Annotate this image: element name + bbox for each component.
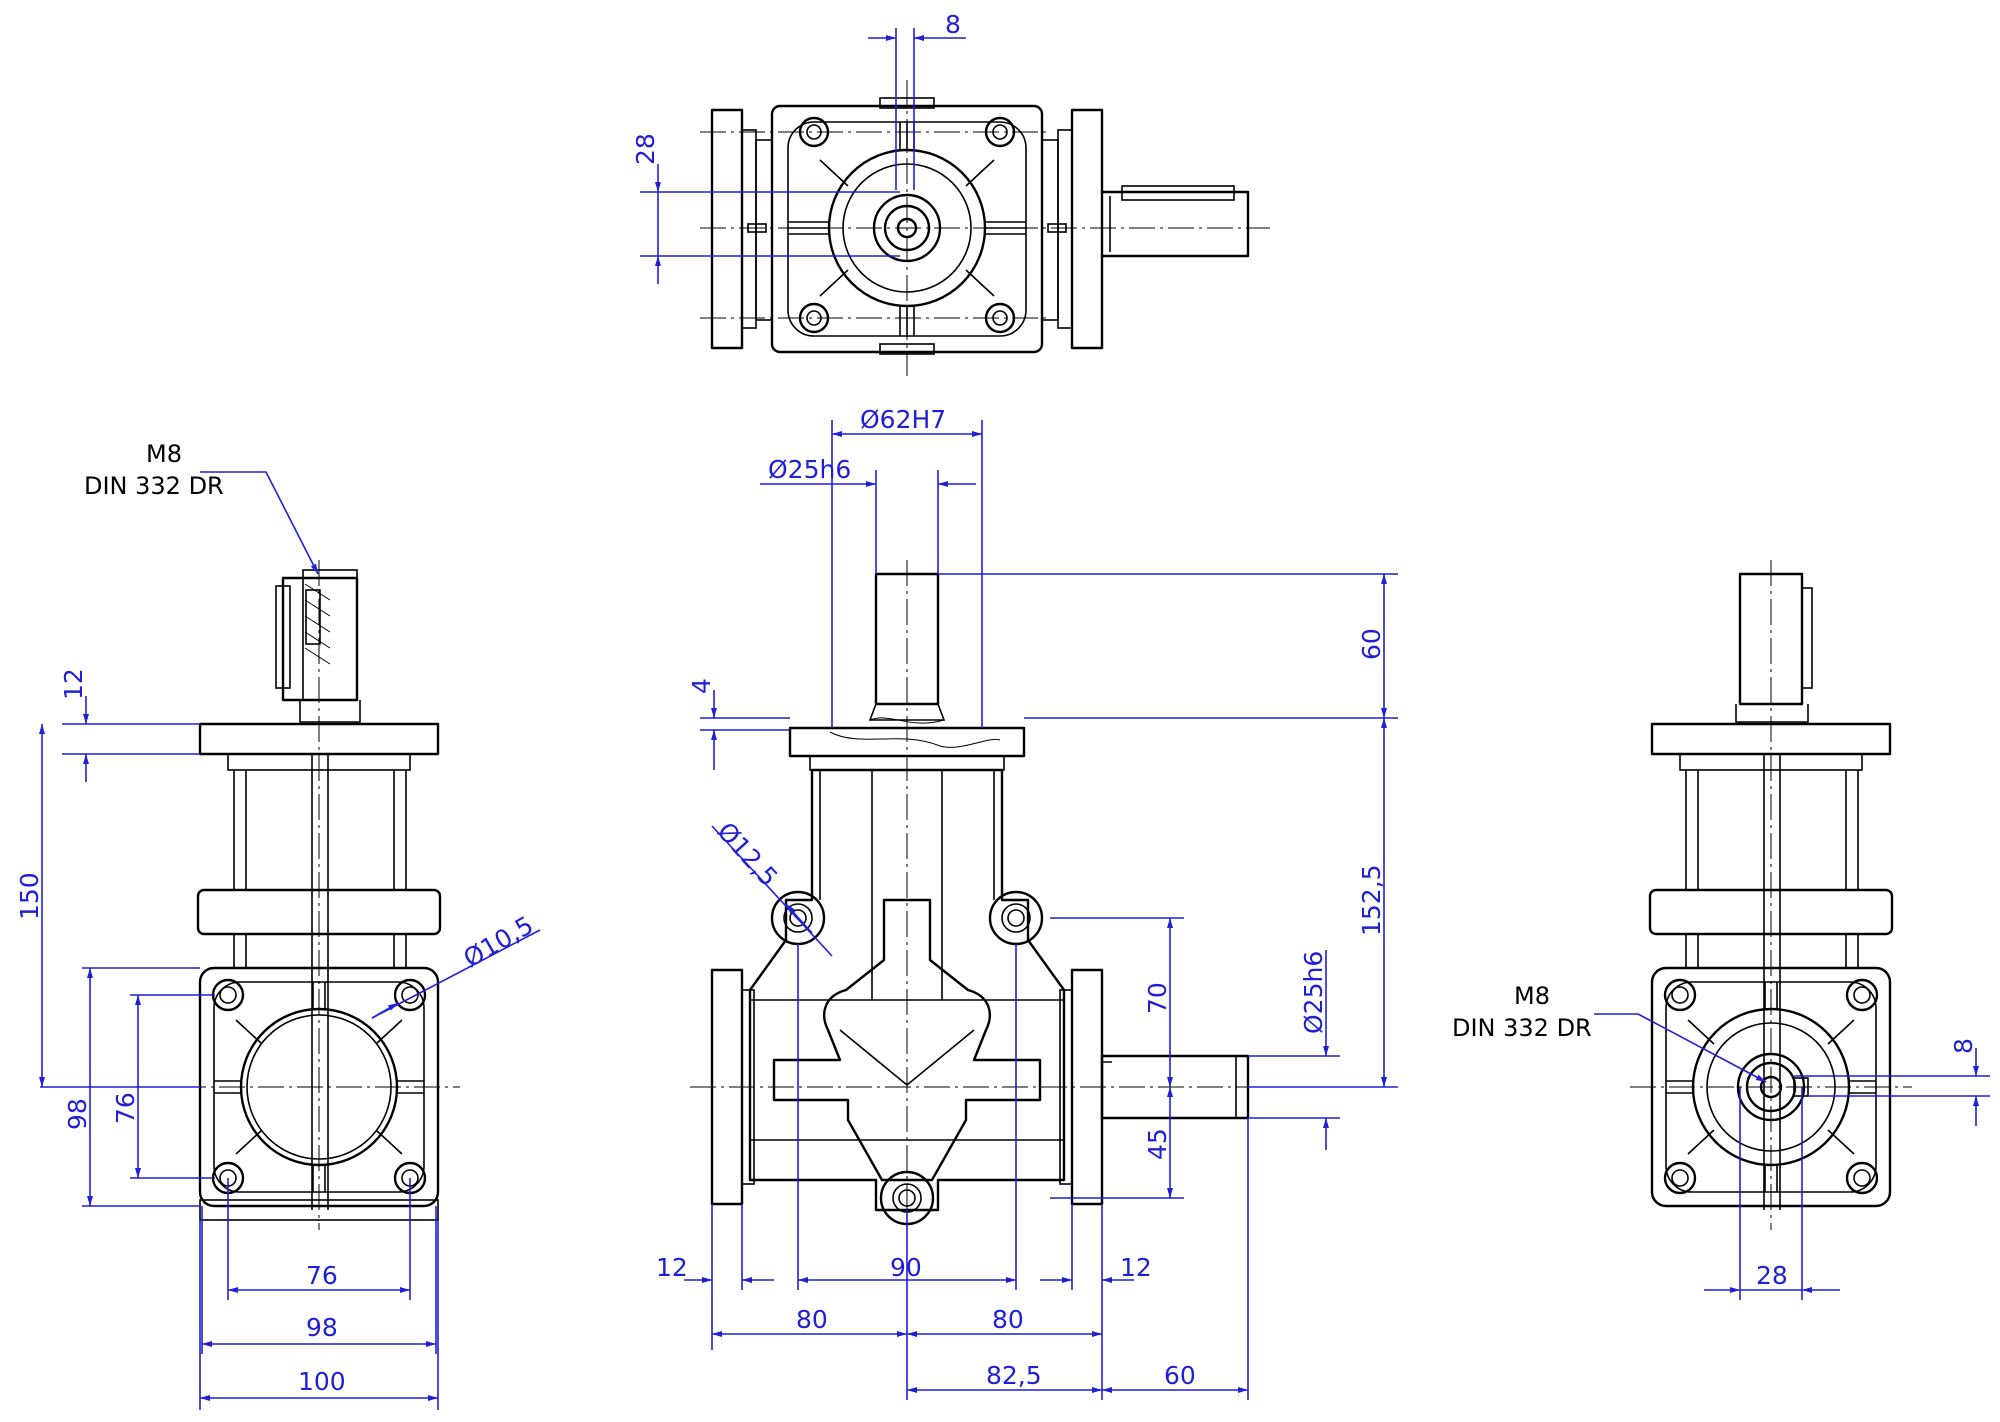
- right-thread-label-line2: DIN 332 DR: [1452, 1014, 1592, 1042]
- left-dim-bottom-100: 100: [298, 1367, 346, 1396]
- top-view-dimensions: 8 28: [631, 10, 966, 284]
- top-dim-shaft-height: 28: [631, 133, 660, 165]
- front-dim-hole-45: 45: [1143, 1128, 1172, 1160]
- front-dim-shaft-pos: 82,5: [986, 1361, 1042, 1390]
- front-dim-hole-70: 70: [1143, 982, 1172, 1014]
- top-dim-key-offset: 8: [945, 10, 961, 39]
- front-dim-mount-hole: Ø12,5: [712, 817, 784, 892]
- front-dim-half-left: 80: [796, 1305, 828, 1334]
- left-view-thread-callout: M8 DIN 332 DR: [84, 440, 319, 575]
- front-dim-shaft-len: 60: [1357, 628, 1386, 660]
- front-view-outline: [690, 560, 1330, 1260]
- right-dim-key: 8: [1949, 1038, 1978, 1054]
- right-view: M8 DIN 332 DR 8 28: [1452, 560, 1990, 1300]
- right-view-outline: [1630, 560, 1912, 1230]
- left-thread-label-line1: M8: [146, 440, 182, 468]
- front-dim-shaft-top: Ø25h6: [768, 455, 851, 484]
- left-dim-outer-98: 98: [63, 1098, 92, 1130]
- right-thread-label-line1: M8: [1514, 982, 1550, 1010]
- left-view-dimensions: 12 150 98 76 Ø10,5 76: [15, 668, 541, 1410]
- front-dim-hole-90: 90: [890, 1253, 922, 1282]
- top-view-outline: [700, 80, 1270, 376]
- left-view: M8 DIN 332 DR 12 150 98 76: [15, 440, 541, 1410]
- front-dim-shaft-right: Ø25h6: [1299, 951, 1328, 1034]
- left-dim-flange-thickness: 12: [59, 668, 88, 700]
- left-dim-hole-dia: Ø10,5: [459, 910, 539, 973]
- right-view-thread-callout: M8 DIN 332 DR: [1452, 982, 1767, 1083]
- front-dim-bore: Ø62H7: [860, 405, 946, 434]
- left-dim-hole-76: 76: [111, 1092, 140, 1124]
- left-dim-bottom-98: 98: [306, 1313, 338, 1342]
- front-view: Ø62H7 Ø25h6 60 152,5 4 Ø12,5: [656, 405, 1398, 1400]
- front-dim-flange-left: 12: [656, 1253, 688, 1282]
- front-view-dimensions: Ø62H7 Ø25h6 60 152,5 4 Ø12,5: [656, 405, 1398, 1400]
- front-dim-shaft-len-right: 60: [1164, 1361, 1196, 1390]
- front-dim-half-right: 80: [992, 1305, 1024, 1334]
- left-dim-bottom-76: 76: [306, 1261, 338, 1290]
- left-dim-height: 150: [15, 872, 44, 920]
- front-dim-flange-right: 12: [1120, 1253, 1152, 1282]
- right-dim-bottom-28: 28: [1756, 1261, 1788, 1290]
- left-thread-label-line2: DIN 332 DR: [84, 472, 224, 500]
- right-view-dimensions: 8 28: [1704, 1038, 1990, 1300]
- left-view-outline: [180, 560, 460, 1230]
- top-view: 8 28: [631, 10, 1270, 376]
- front-dim-height: 152,5: [1357, 864, 1386, 936]
- front-dim-spigot: 4: [687, 678, 716, 694]
